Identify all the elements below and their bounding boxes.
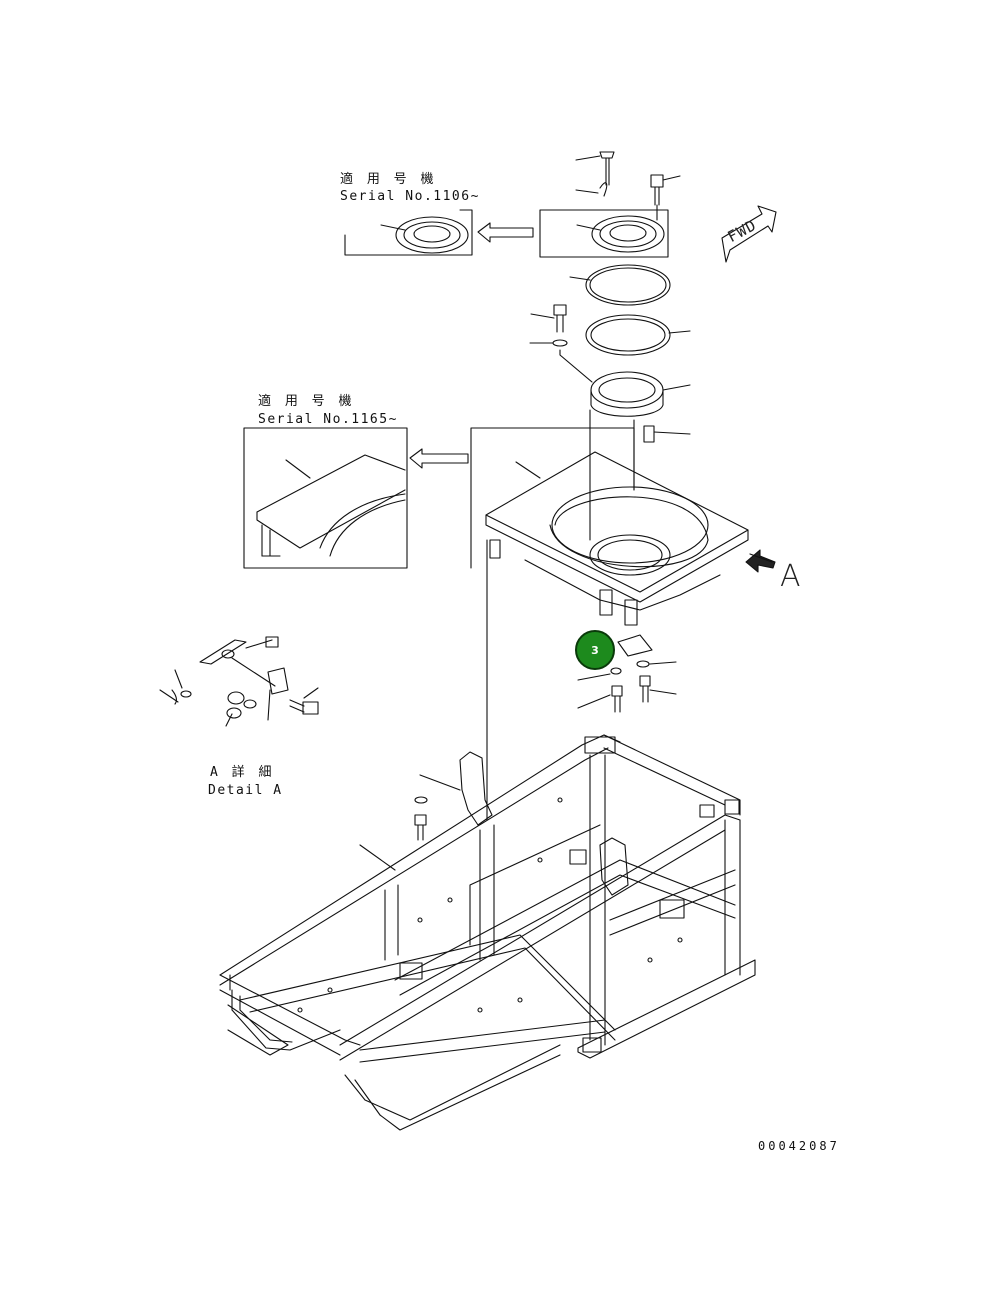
bolt-washer-left: [529, 304, 593, 383]
detail-a-jp-label: A 詳 細: [210, 765, 275, 780]
swing-bearing: [589, 371, 691, 541]
drawing-number: 00042087: [758, 1139, 840, 1153]
view-a-marker: A: [780, 559, 801, 594]
inset-mid-serial-label: Serial No.1165~: [258, 412, 398, 427]
seal-rings: [569, 264, 691, 356]
top-bearing-frame: [539, 209, 669, 258]
inset-top-frame: [344, 209, 473, 256]
stopper-parts: [577, 634, 677, 713]
detail-a-en-label: Detail A: [208, 783, 283, 798]
inset-mid-frame: [243, 427, 408, 569]
inset-mid-applicable-label: 適 用 号 機: [258, 394, 355, 409]
detail-a-parts: [159, 636, 319, 727]
swing-frame-plate: [470, 427, 749, 626]
callout-number: 3: [591, 643, 599, 657]
inset-top-applicable-label: 適 用 号 機: [340, 172, 437, 187]
main-chassis-frame: [219, 734, 756, 1131]
side-bolt: [414, 774, 461, 841]
part-callout-3[interactable]: 3: [575, 630, 615, 670]
arrow-left-icon: [409, 448, 469, 469]
top-bolts: [575, 151, 681, 221]
view-arrow-icon: [745, 549, 776, 573]
fwd-arrow-icon: [721, 205, 777, 263]
inset-top-serial-label: Serial No.1106~: [340, 189, 480, 204]
arrow-left-icon: [477, 222, 534, 243]
